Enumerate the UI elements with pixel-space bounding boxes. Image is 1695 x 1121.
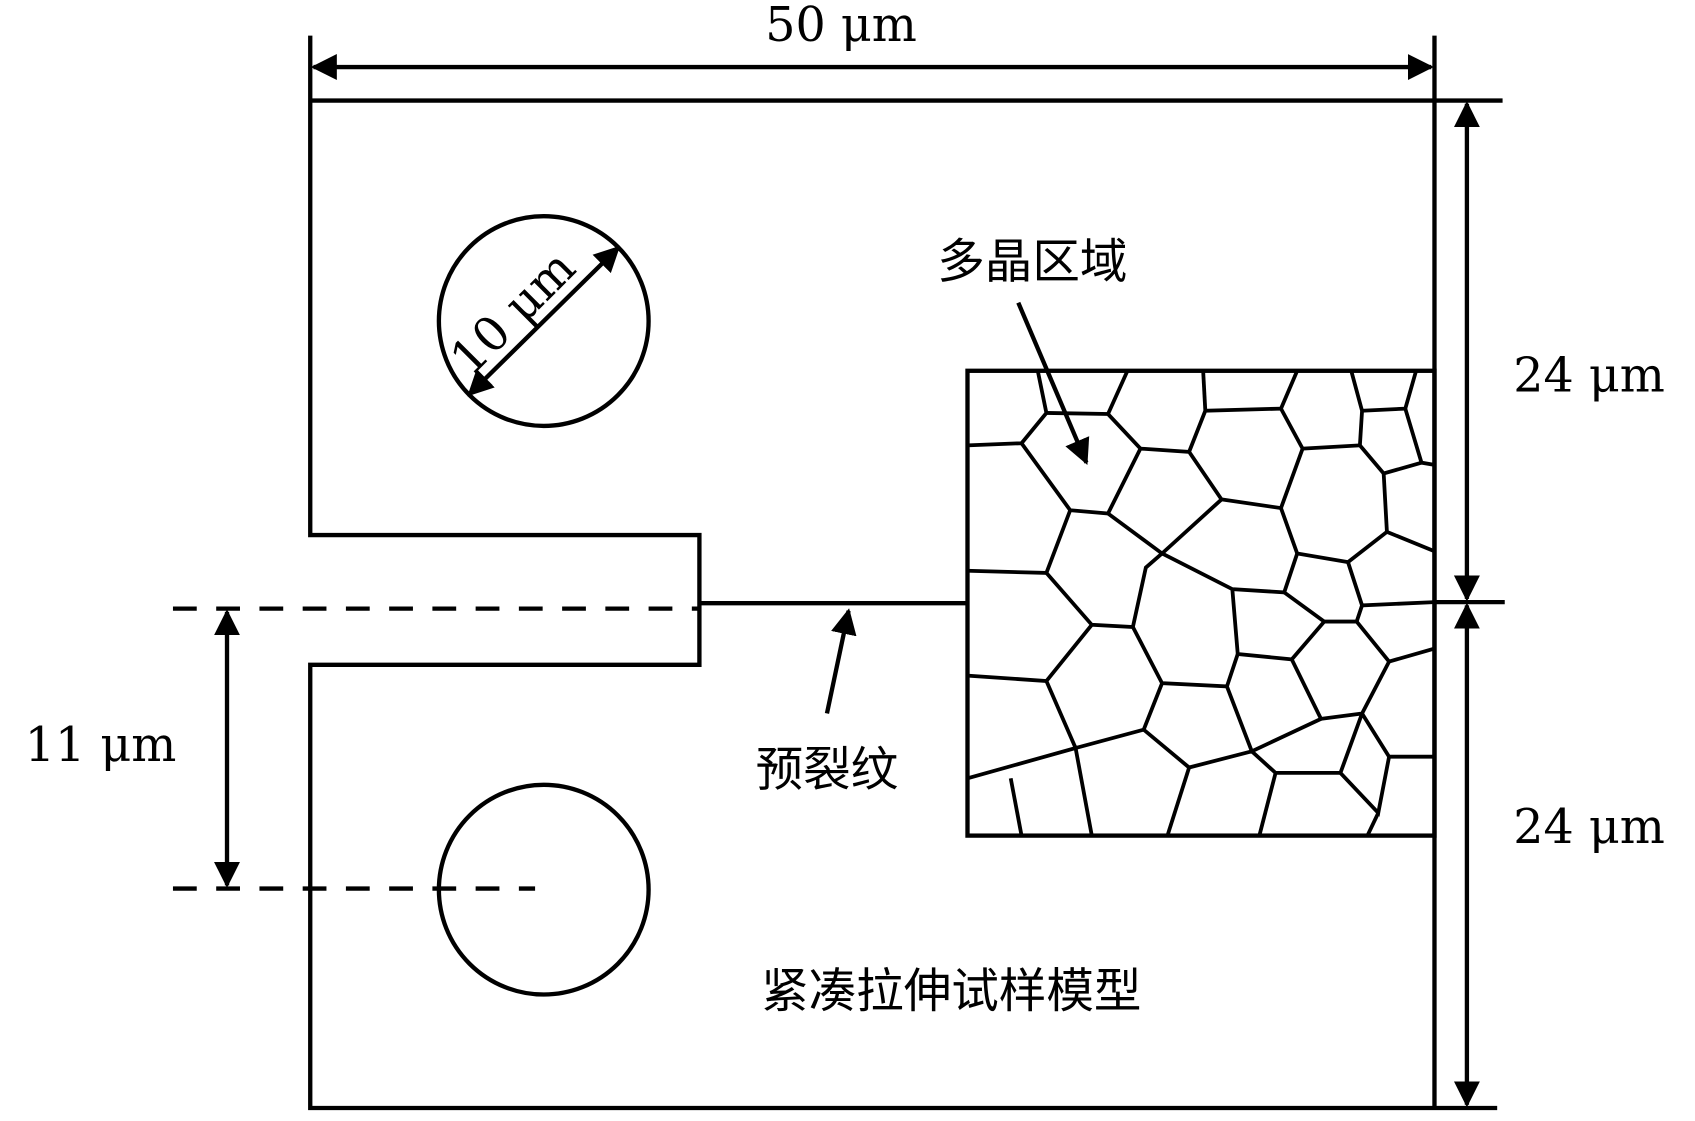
hole-diameter-label: 10 μm — [440, 240, 586, 386]
grain-boundary — [1257, 772, 1278, 837]
grain-boundary — [1044, 552, 1164, 629]
grain-boundary — [1279, 473, 1389, 565]
grain-boundary — [1106, 370, 1130, 415]
width-label: 50 μm — [765, 0, 917, 53]
grain-boundary — [1339, 756, 1391, 817]
width-dimension: 50 μm — [308, 0, 1437, 101]
grain-boundary — [1131, 626, 1240, 689]
grain-boundary — [1360, 712, 1435, 759]
hole-offset-dimension: 11 μm — [25, 606, 700, 891]
polycrystal-region — [965, 368, 1437, 838]
diagram-title: 紧凑拉伸试样模型 — [761, 964, 1141, 1019]
grain-boundary — [1358, 444, 1423, 476]
lower-hole — [436, 782, 651, 997]
grain-boundary — [1386, 530, 1436, 554]
polycrystal-label: 多晶区域 — [937, 235, 1127, 290]
upper-hole — [436, 214, 651, 429]
height-dimensions: 24 μm 24 μm — [1434, 101, 1665, 1108]
grain-boundary — [1140, 406, 1305, 511]
grain-boundary — [1230, 588, 1327, 662]
precrack-label: 预裂纹 — [756, 743, 899, 798]
hole-offset-label: 11 μm — [25, 718, 177, 773]
grain-boundary — [1355, 620, 1435, 664]
lower-height-label: 24 μm — [1513, 800, 1665, 855]
grain-boundary — [1365, 812, 1380, 837]
grain-boundary — [1165, 766, 1191, 837]
grain-boundary — [1290, 658, 1391, 721]
grain-boundary — [1225, 685, 1322, 754]
hole-diameter-dimension: 10 μm — [440, 240, 621, 397]
upper-height-label: 24 μm — [1513, 348, 1665, 403]
grain-boundary — [1403, 408, 1435, 467]
grain-boundary — [1008, 777, 1024, 836]
grain-boundary — [1142, 712, 1364, 775]
grain-boundary — [967, 623, 1094, 683]
grain-boundary — [1106, 498, 1223, 556]
grain-boundary — [1302, 370, 1364, 451]
grain-boundary — [966, 745, 1094, 836]
grain-boundary — [1324, 604, 1364, 624]
grain-boundary — [967, 509, 1072, 575]
grain-boundary — [1346, 561, 1435, 608]
grain-boundary — [1044, 680, 1164, 751]
grain-boundary — [967, 370, 1049, 448]
grain-boundary — [1361, 370, 1418, 413]
grain-boundary — [1201, 370, 1208, 411]
grain-boundary — [1279, 370, 1299, 410]
grain-boundary — [1161, 551, 1299, 595]
grain-boundary — [1020, 411, 1143, 516]
